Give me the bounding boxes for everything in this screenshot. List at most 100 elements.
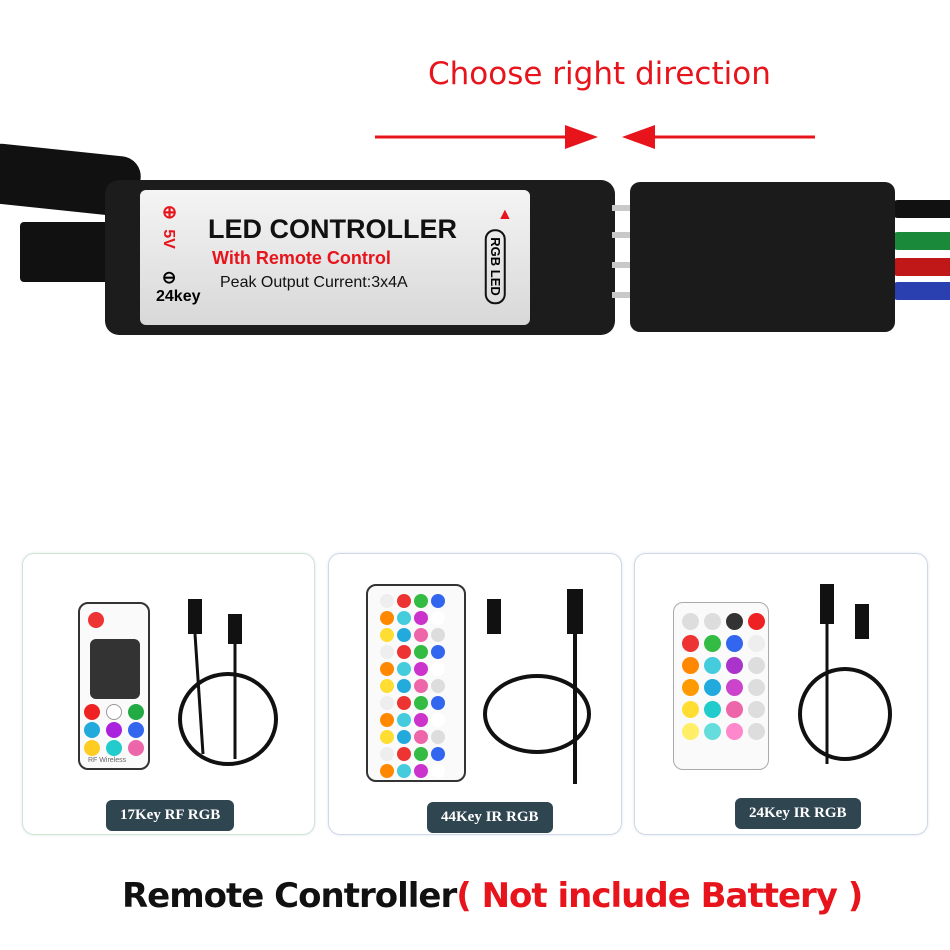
ir-remote-24 bbox=[673, 602, 769, 770]
voltage-label: 5V bbox=[159, 229, 177, 249]
usb-cable bbox=[483, 589, 591, 784]
remote-button bbox=[397, 747, 411, 761]
remote-button bbox=[726, 723, 743, 740]
remote-button bbox=[748, 701, 765, 718]
remote-button bbox=[704, 723, 721, 740]
remote-button bbox=[397, 645, 411, 659]
remote-button bbox=[414, 611, 428, 625]
controller-title: LED CONTROLLER bbox=[208, 214, 457, 244]
remote-button bbox=[414, 764, 428, 778]
remote-button bbox=[726, 701, 743, 718]
remote-button bbox=[431, 662, 445, 676]
remote-button bbox=[682, 723, 699, 740]
controller-subtitle: With Remote Control bbox=[212, 248, 391, 268]
remote-button bbox=[431, 730, 445, 744]
remote-button bbox=[380, 764, 394, 778]
product-card-44key: 44Key IR RGB bbox=[328, 553, 622, 835]
remote-button bbox=[431, 713, 445, 727]
remote-button bbox=[397, 730, 411, 744]
remote-button bbox=[431, 628, 445, 642]
remote-button bbox=[414, 662, 428, 676]
remote-button bbox=[431, 764, 445, 778]
remote-button bbox=[682, 701, 699, 718]
product-card-24key: 24Key IR RGB bbox=[634, 553, 928, 835]
remote-button bbox=[748, 723, 765, 740]
remote-footer: RF Wireless bbox=[88, 757, 127, 764]
rf-remote: RF Wireless bbox=[78, 602, 150, 770]
remote-button bbox=[748, 657, 765, 674]
remote-button bbox=[397, 696, 411, 710]
remote-button bbox=[397, 679, 411, 693]
direction-heading: Choose right direction bbox=[428, 56, 771, 92]
remote-button bbox=[380, 628, 394, 642]
controller-output: Peak Output Current:3x4A bbox=[220, 274, 408, 291]
remote-button bbox=[414, 696, 428, 710]
remote-button bbox=[414, 730, 428, 744]
direction-arrows bbox=[375, 125, 815, 149]
remote-button bbox=[682, 679, 699, 696]
remote-button bbox=[414, 594, 428, 608]
remote-button bbox=[704, 657, 721, 674]
pin bbox=[612, 292, 634, 298]
remote-button bbox=[726, 635, 743, 652]
remote-button bbox=[414, 645, 428, 659]
remote-button bbox=[704, 701, 721, 718]
remote-button bbox=[414, 628, 428, 642]
remote-button bbox=[380, 696, 394, 710]
remote-button bbox=[397, 628, 411, 642]
footer-main: Remote Controller bbox=[122, 876, 457, 916]
remote-button bbox=[704, 679, 721, 696]
right-arrow-icon bbox=[375, 125, 598, 149]
keys-label: 24key bbox=[156, 288, 201, 305]
port-label: RGB LED bbox=[484, 229, 506, 304]
remote-button bbox=[380, 747, 394, 761]
remote-button bbox=[748, 679, 765, 696]
remote-button bbox=[397, 764, 411, 778]
remote-button bbox=[380, 662, 394, 676]
remote-button bbox=[431, 747, 445, 761]
remote-button bbox=[748, 613, 765, 630]
remote-button bbox=[431, 611, 445, 625]
pin bbox=[612, 205, 634, 211]
remote-button bbox=[726, 613, 743, 630]
product-label: 24Key IR RGB bbox=[735, 798, 861, 829]
remote-button bbox=[397, 662, 411, 676]
usb-cable bbox=[178, 599, 278, 766]
remote-button bbox=[414, 713, 428, 727]
remote-button bbox=[380, 645, 394, 659]
remote-button bbox=[682, 635, 699, 652]
remote-button bbox=[380, 713, 394, 727]
remote-button bbox=[380, 594, 394, 608]
remote-button bbox=[682, 657, 699, 674]
remote-button bbox=[380, 679, 394, 693]
remote-button bbox=[397, 611, 411, 625]
wire-black bbox=[890, 200, 950, 218]
remote-button bbox=[414, 679, 428, 693]
remote-button bbox=[726, 657, 743, 674]
remote-button bbox=[414, 747, 428, 761]
usb-cable bbox=[798, 584, 892, 764]
ir-remote-44 bbox=[366, 584, 466, 782]
rgb-connector bbox=[630, 182, 895, 332]
remote-button bbox=[704, 613, 721, 630]
product-label: 44Key IR RGB bbox=[427, 802, 553, 833]
footer-note: Remote Controller( Not include Battery ) bbox=[122, 876, 863, 916]
remote-button bbox=[397, 713, 411, 727]
wire-green bbox=[890, 232, 950, 250]
remote-button bbox=[397, 594, 411, 608]
left-arrow-icon bbox=[622, 125, 815, 149]
footer-battery-note: ( Not include Battery ) bbox=[456, 876, 863, 916]
remote-button bbox=[380, 611, 394, 625]
remote-button bbox=[431, 696, 445, 710]
function-pad bbox=[90, 639, 140, 699]
remote-button bbox=[431, 594, 445, 608]
wire-red bbox=[890, 258, 950, 276]
remote-button bbox=[748, 635, 765, 652]
plus-icon: ⊕ bbox=[162, 202, 178, 222]
remote-button bbox=[726, 679, 743, 696]
product-card-17key: RF Wireless 17Key RF RGB bbox=[22, 553, 315, 835]
product-label: 17Key RF RGB bbox=[106, 800, 235, 831]
remote-button bbox=[431, 679, 445, 693]
remote-button bbox=[380, 730, 394, 744]
warning-triangle-icon: ▲ bbox=[497, 206, 513, 223]
